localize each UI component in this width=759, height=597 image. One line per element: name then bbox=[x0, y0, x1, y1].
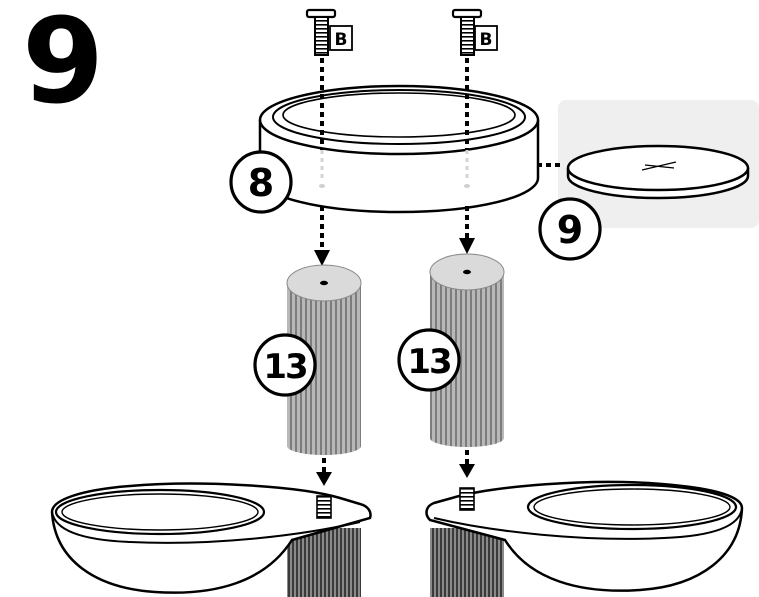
step-number: 9 bbox=[22, 0, 104, 130]
ring-to-post-arrows bbox=[314, 206, 475, 266]
callout-post-label: 13 bbox=[407, 342, 450, 382]
bowl-left bbox=[50, 482, 372, 594]
post-part-13-left bbox=[286, 264, 362, 455]
screw-tag-label: B bbox=[480, 30, 493, 50]
screw-tag-label: B bbox=[335, 30, 348, 50]
callout-post-right: 13 bbox=[397, 328, 461, 392]
callout-ring: 8 bbox=[229, 150, 293, 214]
callout-ring-label: 8 bbox=[248, 161, 274, 205]
lower-post-left bbox=[287, 528, 361, 597]
callout-post-label: 13 bbox=[263, 347, 306, 387]
lower-post-right bbox=[430, 528, 504, 597]
callout-disc: 9 bbox=[538, 197, 602, 261]
ring-part-8 bbox=[258, 84, 540, 214]
callout-post-left: 13 bbox=[253, 333, 317, 397]
callout-disc-label: 9 bbox=[557, 208, 583, 252]
disc-part-9 bbox=[566, 144, 750, 200]
post-part-13-right bbox=[429, 253, 505, 447]
screw-tag-right: B bbox=[474, 25, 498, 51]
screw-tag-left: B bbox=[329, 25, 353, 51]
post-to-bowl-arrows bbox=[316, 450, 475, 486]
disc-callout-panel bbox=[558, 100, 759, 228]
screw-right bbox=[451, 8, 483, 56]
screw-insert-arrows bbox=[320, 58, 469, 150]
screw-left bbox=[305, 8, 337, 56]
bowl-right bbox=[425, 480, 744, 592]
